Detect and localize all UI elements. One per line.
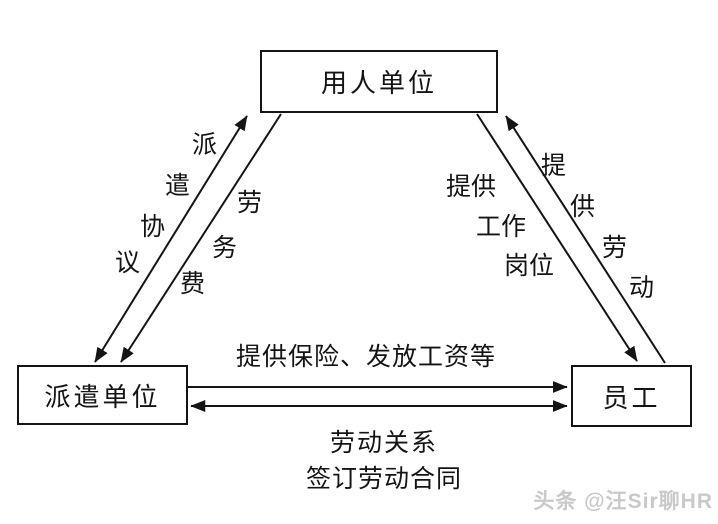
arrow-provide-job (476, 113, 638, 362)
node-employer: 用人单位 (260, 50, 498, 113)
label-provide-labor-char: 劳 (602, 234, 628, 262)
label-provide-labor-char: 提 (541, 152, 567, 180)
label-provide-job-group: 提供 (446, 173, 497, 201)
label-provide-job-group: 工作 (476, 213, 527, 241)
node-agency-label: 派遣单位 (44, 381, 161, 412)
label-labor-fee-char: 费 (180, 270, 206, 298)
label-insurance-wages: 提供保险、发放工资等 (235, 343, 496, 371)
label-dispatch-agreement-char: 协 (140, 213, 166, 241)
label-dispatch-agreement-char: 议 (115, 249, 141, 277)
arrow-provide-labor (505, 115, 666, 364)
watermark: 头条 @汪Sir聊HR (533, 490, 713, 513)
label-labor-fee-char: 务 (212, 234, 238, 262)
label-labor-fee-char: 劳 (237, 189, 263, 217)
arrow-dispatch-agreement (94, 115, 248, 363)
arrow-labor-fee (120, 113, 282, 363)
label-sign-labor-contract: 签订劳动合同 (305, 465, 462, 493)
label-dispatch-agreement-char: 遣 (165, 172, 191, 200)
label-provide-job-group: 岗位 (504, 252, 555, 280)
label-provide-labor-char: 供 (570, 193, 596, 221)
node-employee: 员工 (571, 365, 692, 427)
label-labor-relation: 劳动关系 (329, 429, 438, 457)
label-provide-labor-char: 动 (629, 274, 655, 302)
node-employee-label: 员工 (602, 382, 661, 413)
label-dispatch-agreement-char: 派 (192, 131, 218, 159)
node-agency: 派遣单位 (17, 365, 188, 425)
node-employer-label: 用人单位 (320, 68, 437, 98)
